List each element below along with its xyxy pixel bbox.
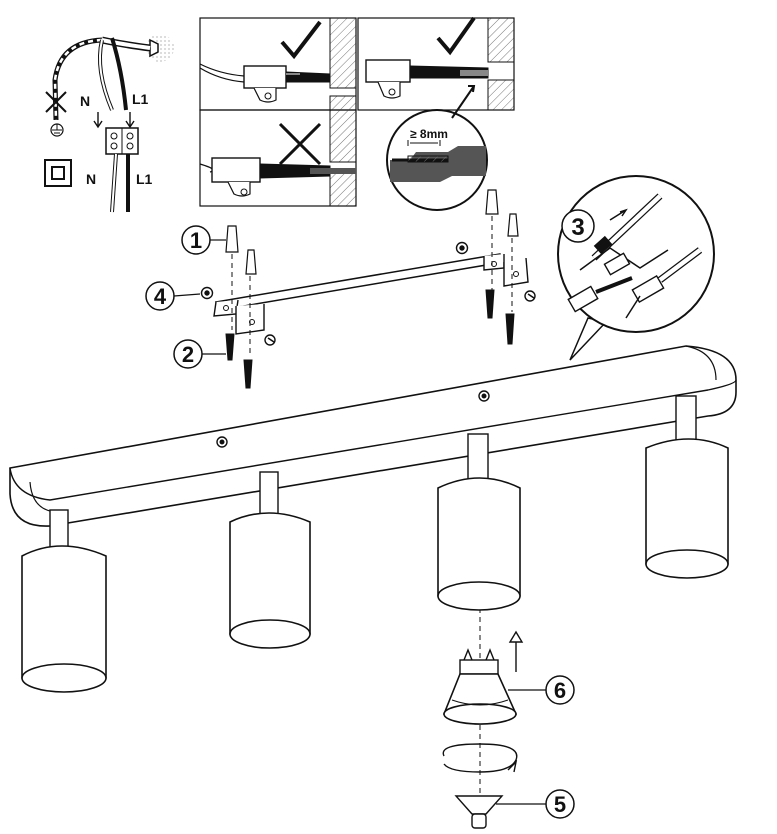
svg-text:4: 4 xyxy=(154,284,167,309)
step-marker-5: 5 xyxy=(496,789,575,819)
step-marker-3: 3 xyxy=(561,209,595,243)
spotlight xyxy=(437,433,521,611)
wall-plug xyxy=(225,189,519,275)
dashed-guides xyxy=(231,216,513,800)
svg-text:6: 6 xyxy=(554,678,566,703)
neutral-label-bottom: N xyxy=(86,171,96,187)
spotlight xyxy=(21,509,107,693)
svg-text:2: 2 xyxy=(182,342,194,367)
check-icon xyxy=(280,20,322,60)
panel-correct-2 xyxy=(365,59,489,99)
neutral-label-top: N xyxy=(80,93,90,109)
bulb-retaining-cap xyxy=(454,795,504,829)
strip-length-magnifier xyxy=(386,109,488,211)
step-marker-1: 1 xyxy=(181,225,226,255)
svg-text:3: 3 xyxy=(571,214,584,241)
screw xyxy=(225,289,515,389)
live-wire xyxy=(110,37,128,111)
step-marker-6: 6 xyxy=(508,675,575,705)
insert-arrow xyxy=(508,630,524,672)
nut xyxy=(200,241,536,346)
live-label-bottom: L1 xyxy=(136,171,153,187)
svg-text:1: 1 xyxy=(190,228,202,253)
cross-icon xyxy=(278,122,322,166)
connector-zoom-bubble xyxy=(557,175,715,361)
step-marker-2: 2 xyxy=(173,339,226,369)
mounting-bracket xyxy=(213,253,529,335)
spotlight xyxy=(645,395,729,579)
spotlight xyxy=(229,471,311,649)
connector-panels xyxy=(199,16,515,211)
step-marker-4: 4 xyxy=(145,281,201,311)
lamp-base-plate xyxy=(9,345,737,527)
svg-text:5: 5 xyxy=(554,792,566,817)
panel-wrong xyxy=(199,157,356,197)
ceiling-outlet xyxy=(146,34,174,62)
panel-correct-1 xyxy=(199,63,331,103)
wiring-detail xyxy=(44,34,174,213)
live-label-top: L1 xyxy=(132,91,149,107)
rotate-arrow xyxy=(442,743,518,773)
earth-crossed-icon xyxy=(50,123,64,137)
double-insulation-icon xyxy=(44,159,72,187)
gu10-bulb xyxy=(442,648,518,725)
strip-length-label: ≥ 8mm xyxy=(410,127,448,141)
check-icon-2 xyxy=(436,16,476,56)
terminal-block xyxy=(105,127,139,155)
